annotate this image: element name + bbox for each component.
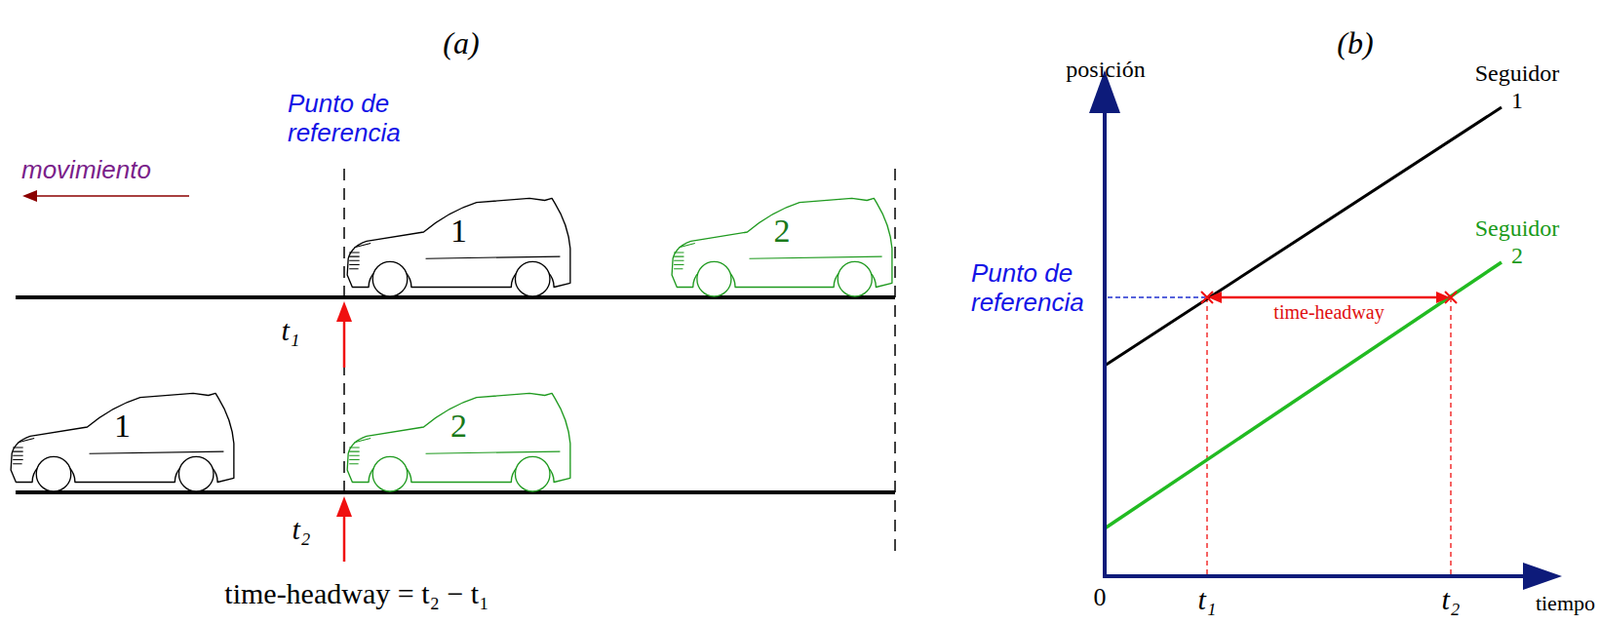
series-label: Seguidor 2 xyxy=(1475,215,1561,270)
headway-label: time-headway xyxy=(1273,301,1384,324)
intersection-mark xyxy=(1201,291,1213,304)
motion-arrowhead xyxy=(22,190,38,202)
series-label: Seguidor 1 xyxy=(1475,60,1561,115)
follower-1-line xyxy=(1104,107,1502,366)
wheel xyxy=(837,261,872,297)
motion-label: movimiento xyxy=(21,156,152,186)
intersection-mark xyxy=(1444,291,1457,304)
axis-tick: t₂ xyxy=(1442,583,1461,618)
panel-label: (b) xyxy=(1336,25,1373,62)
wheel xyxy=(372,456,408,492)
time-guide xyxy=(1449,297,1451,577)
wheel xyxy=(697,261,732,297)
reference-guide xyxy=(1107,296,1206,299)
wheel xyxy=(36,456,72,492)
follower-2-line xyxy=(1104,262,1502,529)
boundary-line xyxy=(894,168,897,558)
time-label: t₂ xyxy=(292,512,312,547)
time-label: t₁ xyxy=(281,313,301,349)
wheel xyxy=(514,456,550,492)
axis-title: tiempo xyxy=(1535,590,1596,616)
time-marker xyxy=(343,512,347,562)
car: 1 xyxy=(7,384,237,493)
car: 2 xyxy=(668,189,896,298)
road xyxy=(15,295,896,300)
axis-tick: 0 xyxy=(1093,583,1107,613)
axis-tick: t₁ xyxy=(1198,583,1217,618)
panel-label: (a) xyxy=(442,25,479,62)
motion-arrow xyxy=(33,195,190,197)
car-number: 1 xyxy=(344,189,574,248)
headway-line xyxy=(1218,296,1440,300)
car: 2 xyxy=(344,384,574,493)
car-number: 2 xyxy=(344,384,574,443)
car-number: 1 xyxy=(7,384,237,443)
x-axis-head xyxy=(1522,562,1562,590)
formula: time-headway = t₂ − t₁ xyxy=(224,577,489,612)
road xyxy=(15,490,896,495)
time-marker-head xyxy=(336,301,352,322)
wheel xyxy=(514,261,550,297)
wheel xyxy=(372,261,408,297)
wheel xyxy=(178,456,214,492)
car-number: 2 xyxy=(668,189,896,248)
reference-label: Punto de referencia xyxy=(971,259,1098,318)
car: 1 xyxy=(344,189,574,298)
x-axis xyxy=(1102,574,1531,579)
reference-label: Punto de referencia xyxy=(287,89,415,149)
time-guide xyxy=(1206,297,1208,577)
axis-title: posición xyxy=(1065,56,1145,84)
time-marker-head xyxy=(336,496,352,517)
time-marker xyxy=(343,317,347,368)
y-axis xyxy=(1102,105,1107,579)
